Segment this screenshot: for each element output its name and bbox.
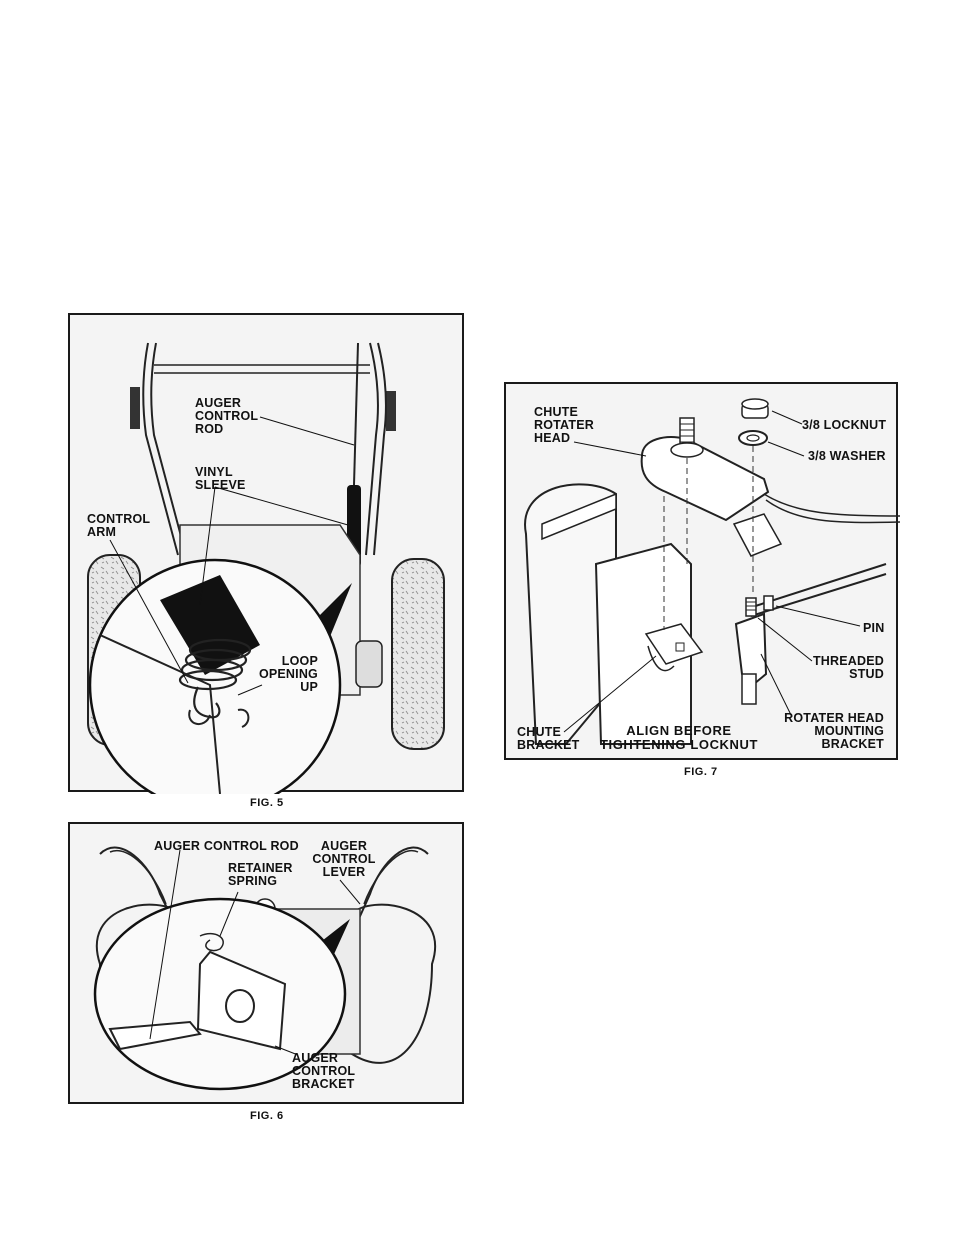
label-rotater-head-mounting-bracket: ROTATER HEAD MOUNTING BRACKET xyxy=(772,712,884,751)
label-pin: PIN xyxy=(863,622,884,635)
label-auger-control-bracket: AUGER CONTROL BRACKET xyxy=(292,1052,355,1091)
label-retainer-spring: RETAINER SPRING xyxy=(228,862,293,888)
label-chute-rotater-head: CHUTE ROTATER HEAD xyxy=(534,406,594,445)
label-auger-control-rod: AUGER CONTROL ROD xyxy=(195,397,258,436)
fig7-frame: CHUTE ROTATER HEAD 3/8 LOCKNUT 3/8 WASHE… xyxy=(504,382,898,760)
fig6-caption: FIG. 6 xyxy=(250,1110,284,1122)
align-note: ALIGN BEFORE TIGHTENING LOCKNUT xyxy=(594,724,764,752)
label-washer: 3/8 WASHER xyxy=(808,450,886,463)
label-control-arm: CONTROL ARM xyxy=(87,513,150,539)
fig7-caption: FIG. 7 xyxy=(684,766,718,778)
label-auger-control-rod: AUGER CONTROL ROD xyxy=(154,840,299,853)
fig5-illustration xyxy=(70,315,466,794)
label-chute-bracket: CHUTE BRACKET xyxy=(517,726,580,752)
fig5-frame: AUGER CONTROL ROD VINYL SLEEVE CONTROL A… xyxy=(68,313,464,792)
label-vinyl-sleeve: VINYL SLEEVE xyxy=(195,466,246,492)
right-tire xyxy=(392,559,444,749)
fig6-frame: AUGER CONTROL ROD AUGER CONTROL LEVER RE… xyxy=(68,822,464,1104)
label-threaded-stud: THREADED STUD xyxy=(796,655,884,681)
label-locknut: 3/8 LOCKNUT xyxy=(802,419,886,432)
fig5-caption: FIG. 5 xyxy=(250,797,284,809)
label-auger-control-lever: AUGER CONTROL LEVER xyxy=(308,840,380,879)
label-loop-opening-up: LOOP OPENING UP xyxy=(256,655,318,694)
